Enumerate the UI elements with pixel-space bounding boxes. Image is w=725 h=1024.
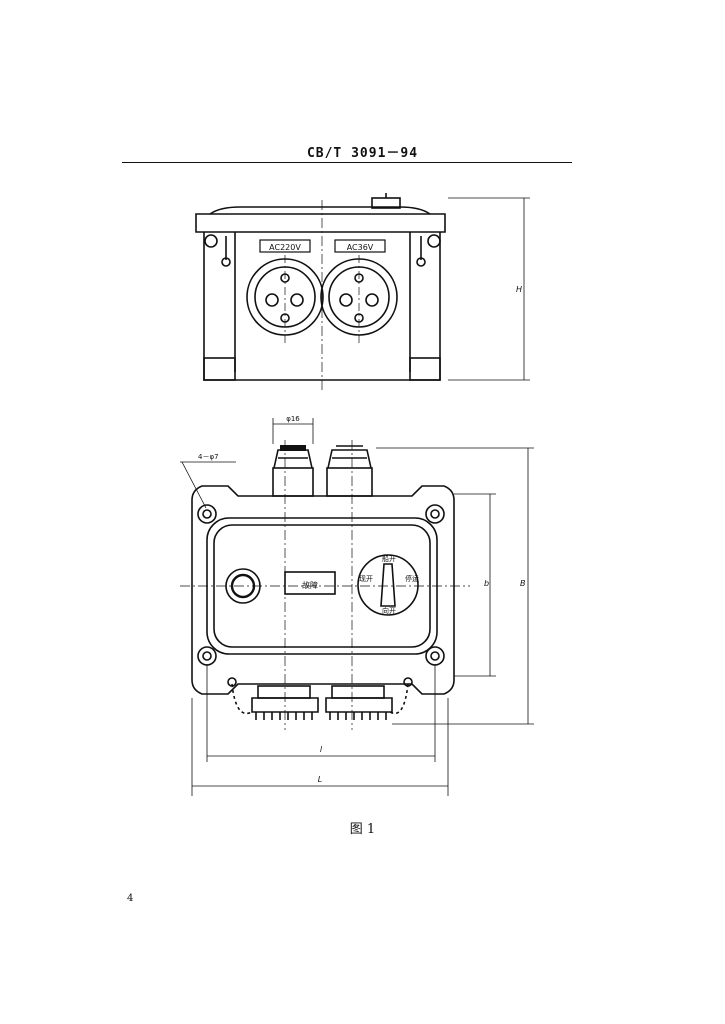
switch-dial xyxy=(357,554,419,616)
fault-box xyxy=(284,571,336,595)
hole-tl xyxy=(197,504,217,524)
right-foot xyxy=(409,357,441,381)
dim-H-label: H xyxy=(516,285,522,294)
switch-knob xyxy=(380,563,396,607)
gland-top-right xyxy=(326,467,373,497)
switch-up-label: 船开 xyxy=(382,554,396,563)
cover-inner xyxy=(213,524,431,648)
hole-tr xyxy=(425,504,445,524)
header-rule xyxy=(122,162,572,163)
left-socket-label: AC220V xyxy=(269,243,301,252)
switch-down-label: 向开 xyxy=(382,606,396,615)
lid-top xyxy=(209,206,431,215)
dim-B-label: B xyxy=(520,579,526,588)
standard-code: CB/T 3091－94 xyxy=(306,146,419,161)
left-screw xyxy=(204,234,218,248)
lid-rim xyxy=(195,213,446,233)
gland-top-left xyxy=(272,467,314,497)
right-label-plate xyxy=(334,239,386,253)
dim-l-label: l xyxy=(320,745,323,754)
right-socket-label: AC36V xyxy=(347,243,374,252)
front-view xyxy=(195,193,530,390)
switch-right-label: 停运 xyxy=(405,574,419,583)
figure-caption: 图 1 xyxy=(349,822,376,837)
page-number: 4 xyxy=(127,893,134,904)
right-screw xyxy=(427,234,441,248)
hole-bl xyxy=(197,646,217,666)
gland-bottom-left xyxy=(257,685,311,699)
dim-cable-dia: φ16 xyxy=(286,415,300,423)
dim-holes-label: 4－φ7 xyxy=(198,453,219,461)
dim-b-label: b xyxy=(484,579,489,588)
flange xyxy=(191,485,455,695)
top-view xyxy=(180,418,534,796)
gland-bottom-right xyxy=(331,685,385,699)
switch-left-label: 现开 xyxy=(359,575,373,583)
fault-label: 故障 xyxy=(302,580,318,590)
dim-L-label: L xyxy=(318,775,322,784)
left-label-plate xyxy=(259,239,311,253)
left-foot xyxy=(203,357,236,381)
